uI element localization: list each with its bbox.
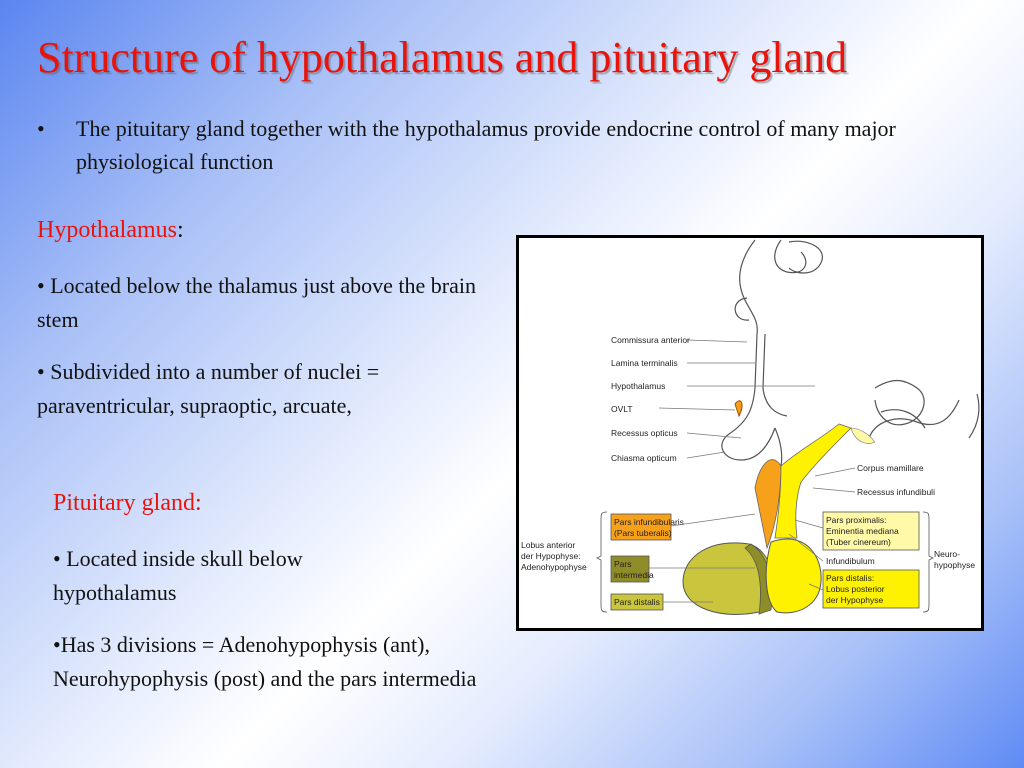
ovlt-mark <box>734 400 743 418</box>
box-pars-distalis-adeno-label: Pars distalis <box>614 597 660 607</box>
box-pars-proximalis-line2: Eminentia mediana <box>826 526 899 536</box>
label-der-hypophyse: der Hypophyse: <box>521 551 581 561</box>
label-recessus-opticus: Recessus opticus <box>611 428 678 438</box>
hypothalamus-point-2: • Subdivided into a number of nuclei = p… <box>37 359 380 418</box>
pituitary-point-1: • Located inside skull below hypothalamu… <box>53 546 303 605</box>
box-pars-intermedia-line2: intermedia <box>614 570 654 580</box>
label-adenohypophyse: Adenohypophyse <box>521 562 587 572</box>
box-pars-intermedia: Pars intermedia <box>610 555 654 583</box>
pituitary-diagram: Commissura anterior Lamina terminalis Hy… <box>516 235 984 631</box>
hypothalamus-heading: Hypothalamus: <box>37 217 184 244</box>
box-pars-proximalis-line3: (Tuber cinereum) <box>826 537 891 547</box>
pars-intermedia-stripe <box>744 543 773 615</box>
label-hypophyse: hypophyse <box>934 560 975 570</box>
label-infundibulum: Infundibulum <box>826 556 875 566</box>
box-pars-proximalis-line1: Pars proximalis: <box>826 515 886 525</box>
box-pars-distalis-neuro-line3: der Hypophyse <box>826 595 883 605</box>
label-recessus-infundibuli: Recessus infundibuli <box>857 487 935 497</box>
slide-title: Structure of hypothalamus and pituitary … <box>37 33 848 82</box>
label-hypothalamus: Hypothalamus <box>611 381 665 391</box>
brain-outline <box>721 239 980 467</box>
leader-distalis-neuro <box>808 583 824 591</box>
leader-infundibularis <box>670 513 756 527</box>
hypothalamus-point-1: • Located below the thalamus just above … <box>37 273 477 332</box>
adeno-bracket <box>596 511 608 613</box>
label-ovlt: OVLT <box>611 404 633 414</box>
bullet-marker: • <box>37 116 45 141</box>
pituitary-heading: Pituitary gland: <box>53 490 202 516</box>
box-pars-intermedia-line1: Pars <box>614 559 631 569</box>
neuro-bracket <box>922 511 934 613</box>
heading-colon: : <box>176 217 184 243</box>
pituitary-point-2: •Has 3 divisions = Adenohypophysis (ant)… <box>53 632 477 691</box>
box-pars-infundibularis-line1: Pars infundibularis <box>614 517 684 527</box>
box-pars-distalis-neuro-line2: Lobus posterior <box>826 584 885 594</box>
label-neuro: Neuro- <box>934 549 960 559</box>
intro-text: The pituitary gland together with the hy… <box>76 116 896 174</box>
box-pars-proximalis: Pars proximalis: Eminentia mediana (Tube… <box>822 511 920 551</box>
infundibulum-stalk <box>774 423 876 539</box>
label-corpus-mamillare: Corpus mamillare <box>857 463 924 473</box>
box-pars-distalis-neuro: Pars distalis: Lobus posterior der Hypop… <box>822 569 920 609</box>
box-pars-infundibularis: Pars infundibularis (Pars tuberalis) <box>610 513 684 541</box>
box-pars-distalis-adeno: Pars distalis <box>610 593 664 611</box>
leader-infundibulum <box>788 533 824 562</box>
leader-proximalis <box>794 519 824 529</box>
box-pars-infundibularis-line2: (Pars tuberalis) <box>614 528 672 538</box>
leader-lines <box>658 339 856 493</box>
label-lamina-terminalis: Lamina terminalis <box>611 358 678 368</box>
label-commissura-anterior: Commissura anterior <box>611 335 690 345</box>
label-lobus-anterior: Lobus anterior <box>521 540 576 550</box>
label-chiasma-opticum: Chiasma opticum <box>611 453 677 463</box>
hypothalamus-heading-text: Hypothalamus <box>37 217 177 243</box>
box-pars-distalis-neuro-line1: Pars distalis: <box>826 573 874 583</box>
neurohypophysis-lobe <box>765 538 822 614</box>
